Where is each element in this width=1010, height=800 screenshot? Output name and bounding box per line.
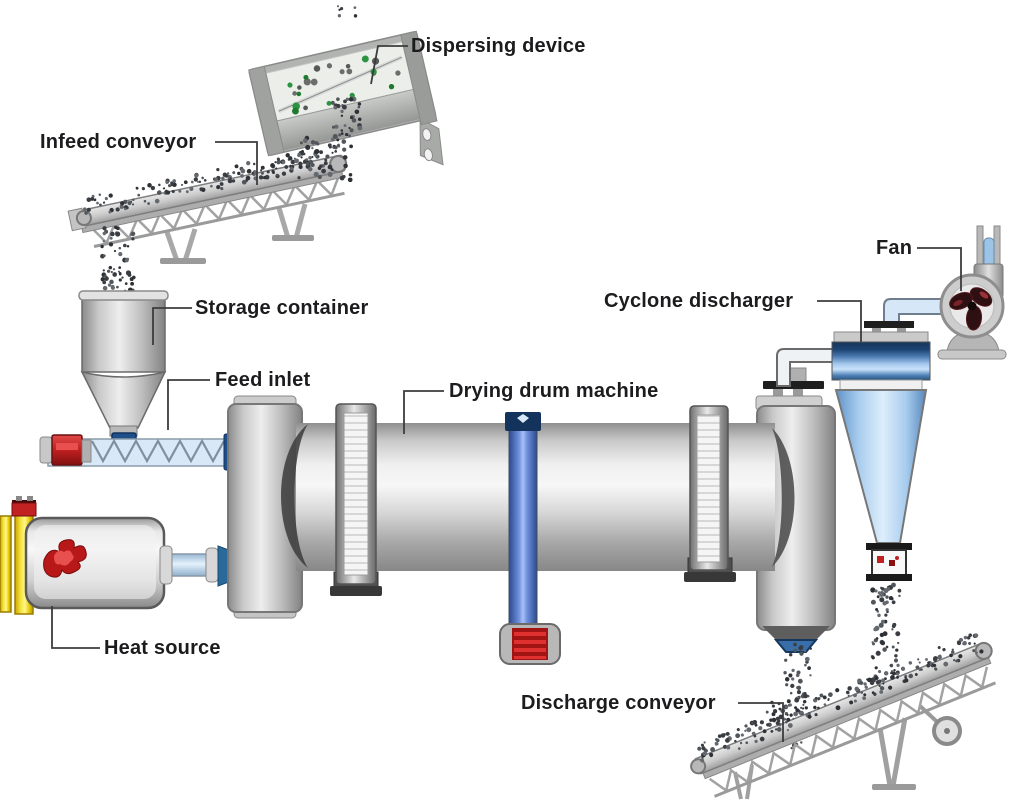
- label-fan: Fan: [876, 237, 913, 259]
- label-infeed-conveyor: Infeed conveyor: [40, 131, 197, 153]
- cyclone-inlet-duct: [776, 348, 835, 387]
- label-discharge-conveyor: Discharge conveyor: [521, 692, 716, 714]
- discharge-conveyor: [690, 633, 997, 800]
- label-feed-inlet: Feed inlet: [215, 369, 311, 391]
- infeed-conveyor: [67, 145, 348, 297]
- leader-dispersing-device: [370, 45, 408, 85]
- leader-feed-inlet: [167, 379, 210, 430]
- screw-flights: [91, 438, 225, 464]
- leader-discharge-conveyor: [738, 702, 784, 742]
- label-drying-drum: Drying drum machine: [449, 380, 659, 402]
- leader-cyclone-discharger: [817, 300, 862, 342]
- hopper-cone: [80, 370, 167, 429]
- riding-ring: [684, 405, 736, 582]
- falling-material: [100, 225, 136, 297]
- drying-drum-machine: [227, 367, 836, 750]
- cyclone-barrel: [831, 341, 931, 381]
- riding-ring: [330, 403, 382, 596]
- falling-material: [330, 96, 363, 142]
- cyclone-outlet-duct: [883, 298, 950, 327]
- leader-lines: [51, 45, 962, 742]
- conveyor-belt: [74, 154, 346, 228]
- collected-fines: [870, 582, 902, 687]
- cyclone-cone: [834, 389, 928, 544]
- leader-fan: [917, 247, 962, 291]
- heat-source: [0, 496, 235, 615]
- fan-blades: [949, 287, 993, 331]
- label-dispersing-device: Dispersing device: [411, 35, 586, 57]
- feed-inlet-screw: [39, 433, 238, 471]
- tail-pulley: [75, 210, 92, 227]
- leader-infeed-conveyor: [215, 141, 258, 185]
- girth-gear-drive: [499, 412, 561, 665]
- leader-heat-source: [51, 606, 100, 649]
- label-cyclone-discharger: Cyclone discharger: [604, 290, 794, 312]
- label-heat-source: Heat source: [104, 637, 221, 659]
- label-storage-container: Storage container: [195, 297, 369, 319]
- leader-drying-drum: [403, 390, 444, 434]
- storage-container: [78, 290, 169, 450]
- cyclone-discharger: [776, 298, 950, 687]
- leader-storage-container: [152, 307, 192, 345]
- dispersing-device: [248, 5, 444, 183]
- fan: [937, 225, 1007, 360]
